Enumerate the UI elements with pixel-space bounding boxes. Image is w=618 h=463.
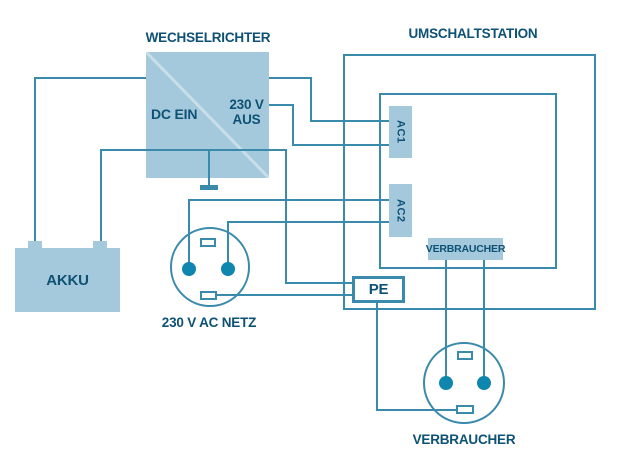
wire-ac1-a3 [310,120,389,122]
inverter-dc-in-label: DC EIN [151,106,198,122]
battery-terminal-left [28,241,42,249]
wire-battery-plus-horizontal [34,77,146,79]
wire-pe-to-consumer [376,409,457,411]
inverter-title: WECHSELRICHTER [145,30,271,45]
wire-consumer-right [483,259,485,383]
port-ac1: AC1 [389,106,412,158]
wire-pe-down [376,303,378,411]
wire-ac1-b1 [269,104,294,106]
earth-ground-icon [200,185,218,190]
consumer-socket-right-pin [477,376,491,390]
wire-battery-plus-vertical [34,77,36,243]
mains-caption: 230 V AC NETZ [161,315,257,330]
wire-consumer-left [445,259,447,383]
switch-station-inner-box [379,93,557,269]
ac-out-line2: AUS [232,112,261,127]
pe-box: PE [352,276,405,303]
wire-battery-minus-vertical [100,149,102,243]
switch-station-outer-box [343,54,596,310]
battery-label: AKKU [46,271,89,289]
wire-ac1-a2 [310,77,312,122]
wire-earth-horizontal [100,149,287,151]
wire-ac1-b3 [292,144,389,146]
battery-terminal-right [93,241,107,249]
port-ac2: AC2 [389,184,412,237]
switch-station-title: UMSCHALTSTATION [408,26,538,41]
pe-label: PE [368,281,389,298]
battery-box: AKKU [15,248,120,312]
mains-socket-bottom-contact [200,291,217,300]
wire-ac1-a1 [269,77,312,79]
ac-out-line1: 230 V [229,97,264,112]
consumer-tag-label: VERBRAUCHER [425,243,506,255]
wire-mains-earth-to-pe [216,294,352,296]
wire-earth-to-pe [285,282,352,284]
mains-socket-outline [170,227,250,307]
consumer-socket-left-pin [439,376,453,390]
consumer-caption: VERBRAUCHER [412,432,516,447]
diagonal-line-icon [146,52,269,178]
inverter-box: DC EIN 230 V AUS [146,52,269,178]
wire-ac1-b2 [292,104,294,146]
wire-mains-left-pin-horizontal [188,199,389,201]
earth-ground-stem [208,149,210,186]
wire-earth-down [285,149,287,284]
consumer-tag-box: VERBRAUCHER [425,238,506,260]
consumer-socket-top-contact [457,351,473,360]
wire-mains-right-pin-horizontal [227,221,389,223]
consumer-socket-bottom-contact [456,405,474,414]
mains-socket-right-pin [221,262,235,276]
mains-socket-top-contact [200,238,216,247]
consumer-socket-outline [423,342,505,424]
mains-socket-left-pin [182,262,196,276]
inverter-ac-out-label: 230 V AUS [224,97,269,127]
